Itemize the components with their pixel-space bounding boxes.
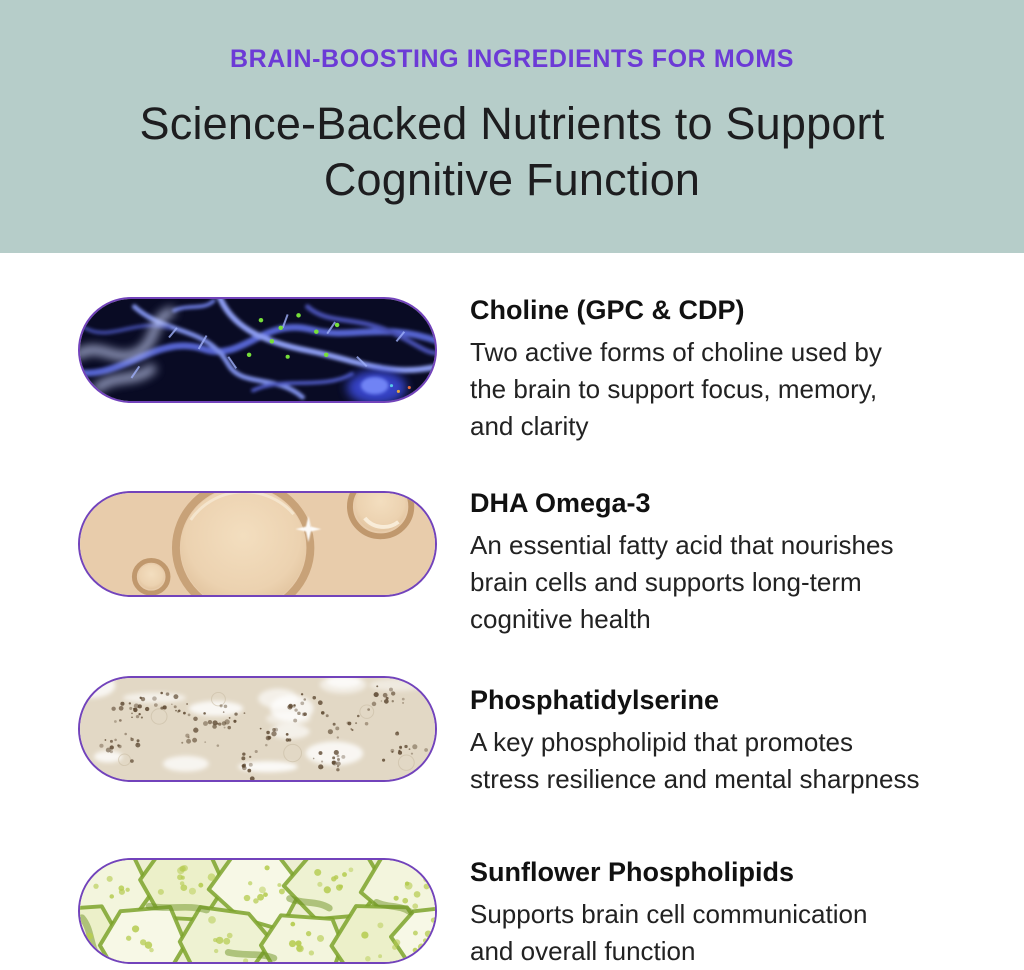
eyebrow-text: BRAIN-BOOSTING INGREDIENTS FOR MOMS: [229, 45, 795, 73]
ingredient-item-dha: DHA Omega-3 An essential fatty acid that…: [470, 486, 1010, 638]
ingredient-item-sunflower: Sunflower Phospholipids Supports brain c…: [470, 855, 1010, 970]
choline-image-pill: [78, 297, 437, 403]
ingredients-list: Choline (GPC & CDP) Two active forms of …: [0, 253, 1024, 967]
sunflower-image-pill: [78, 858, 437, 964]
header-banner: BRAIN-BOOSTING INGREDIENTS FOR MOMS Scie…: [0, 0, 1024, 253]
page-title: Science-Backed Nutrients to Support Cogn…: [0, 96, 1024, 208]
ingredient-name: Sunflower Phospholipids: [470, 857, 794, 887]
ingredient-name: Phosphatidylserine: [470, 685, 720, 715]
tissue-micrograph-illustration: [80, 678, 435, 780]
ingredient-item-choline: Choline (GPC & CDP) Two active forms of …: [470, 293, 1010, 445]
dha-image-pill: [78, 491, 437, 597]
page-title-line2: Cognitive Function: [323, 154, 701, 205]
plant-cells-illustration: [80, 860, 435, 962]
ingredient-name: DHA Omega-3: [470, 488, 651, 518]
ingredient-description: A key phospholipid that promotes stress …: [470, 727, 920, 794]
ingredient-name: Choline (GPC & CDP): [470, 295, 745, 325]
neurons-illustration: [80, 299, 435, 401]
phosphatidylserine-image-pill: [78, 676, 437, 782]
ingredient-description: An essential fatty acid that nourishes b…: [470, 530, 894, 634]
ingredient-description: Two active forms of choline used by the …: [470, 337, 882, 441]
ingredient-description: Supports brain cell communication and ov…: [470, 899, 868, 966]
page-title-line1: Science-Backed Nutrients to Support: [139, 98, 885, 149]
oil-droplets-illustration: [80, 493, 435, 595]
ingredient-item-phosphatidylserine: Phosphatidylserine A key phospholipid th…: [470, 683, 1010, 798]
